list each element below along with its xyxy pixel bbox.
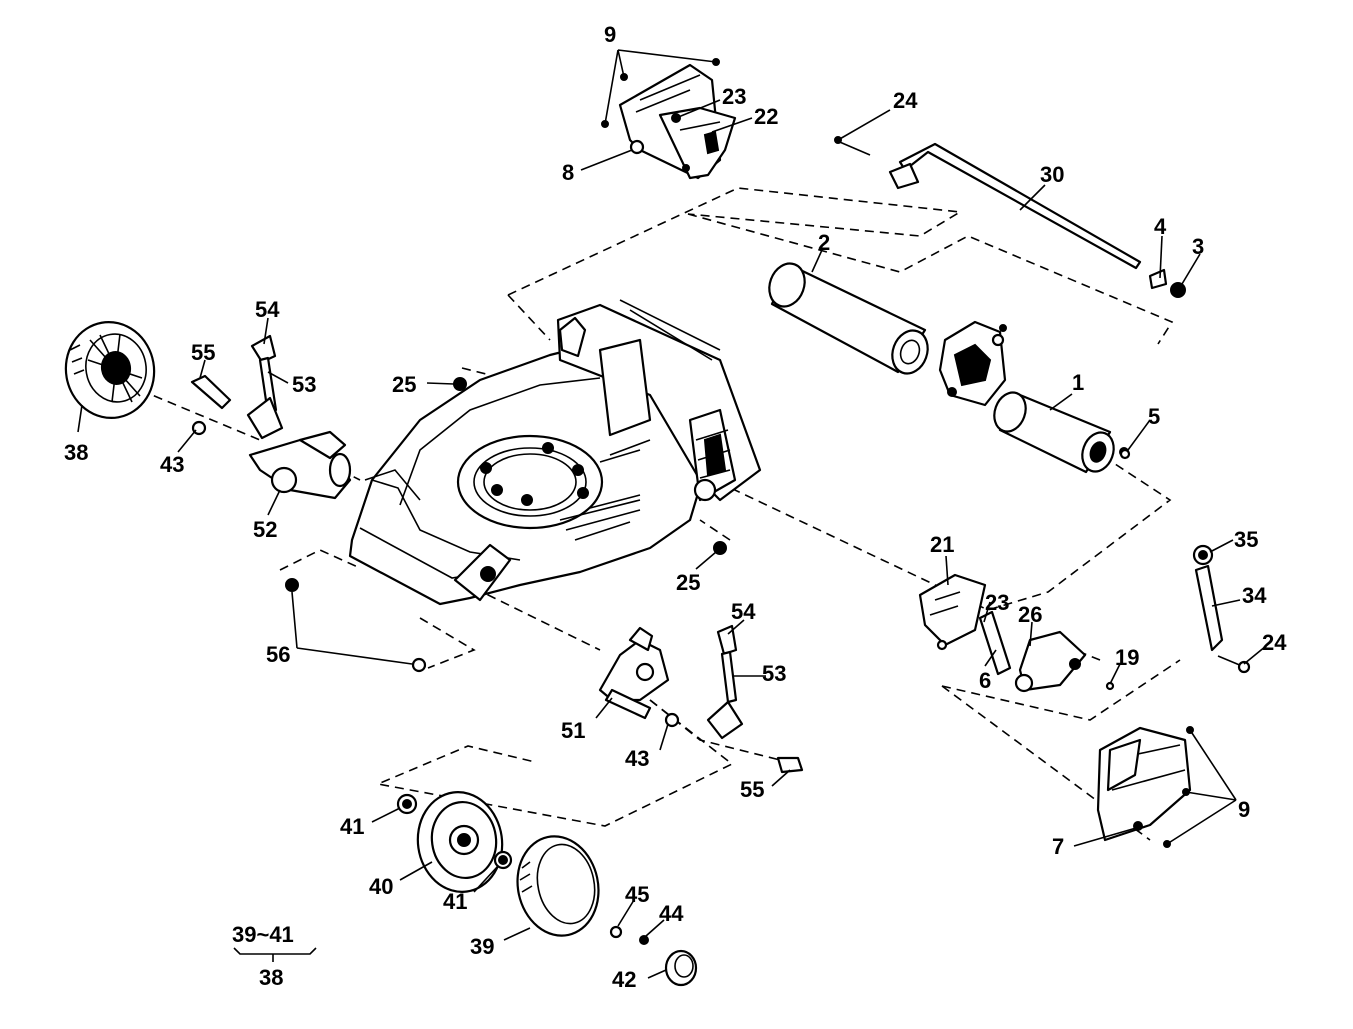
callout-41-b: 41 <box>443 889 467 914</box>
callout-8: 8 <box>562 160 574 185</box>
rear-axle-rod <box>834 136 1186 298</box>
callout-2: 2 <box>818 230 830 255</box>
callout-39: 39 <box>470 934 494 959</box>
callout-45: 45 <box>625 882 649 907</box>
callout-52: 52 <box>253 517 277 542</box>
callout-6: 6 <box>979 668 991 693</box>
callout-39-41: 39~41 <box>232 922 294 947</box>
callout-53-mid: 53 <box>762 661 786 686</box>
callout-labels: 9 8 23 22 24 30 2 4 3 1 5 25 25 54 55 53… <box>64 22 1287 992</box>
side-drive-parts <box>918 544 1251 848</box>
callout-24-top: 24 <box>893 88 918 113</box>
callout-30: 30 <box>1040 162 1064 187</box>
left-height-adjuster <box>190 334 352 500</box>
callout-4: 4 <box>1154 214 1167 239</box>
callout-53-left: 53 <box>292 372 316 397</box>
front-height-adjuster <box>598 624 804 774</box>
callout-3: 3 <box>1192 234 1204 259</box>
callout-9-top: 9 <box>604 22 616 47</box>
callout-38-group: 38 <box>259 965 283 990</box>
callout-43-mid: 43 <box>625 746 649 771</box>
callout-38-wheel: 38 <box>64 440 88 465</box>
callout-19: 19 <box>1115 645 1139 670</box>
callout-5: 5 <box>1148 404 1160 429</box>
callout-24-right: 24 <box>1262 630 1287 655</box>
callout-55-left: 55 <box>191 340 215 365</box>
callout-25-left: 25 <box>392 372 416 397</box>
callout-23-mid: 23 <box>985 590 1009 615</box>
roller-assembly <box>768 262 1129 474</box>
callout-22: 22 <box>754 104 778 129</box>
callout-43-left: 43 <box>160 452 184 477</box>
callout-23-top: 23 <box>722 84 746 109</box>
callout-35: 35 <box>1234 527 1258 552</box>
callout-41-a: 41 <box>340 814 364 839</box>
callout-7: 7 <box>1052 834 1064 859</box>
callout-21: 21 <box>930 532 954 557</box>
front-wheel-group <box>396 791 698 987</box>
loose-hardware <box>285 377 1131 673</box>
callout-40: 40 <box>369 874 393 899</box>
callout-54-left: 54 <box>255 297 280 322</box>
callout-34: 34 <box>1242 583 1267 608</box>
callout-56: 56 <box>266 642 290 667</box>
callout-1: 1 <box>1072 370 1084 395</box>
callout-42: 42 <box>612 967 636 992</box>
callout-9-right: 9 <box>1238 797 1250 822</box>
leader-lines <box>77 49 1267 979</box>
rear-wheel-left <box>64 321 156 419</box>
callout-25-right: 25 <box>676 570 700 595</box>
callout-26: 26 <box>1018 602 1042 627</box>
callout-54-mid: 54 <box>731 599 756 624</box>
callout-55-mid: 55 <box>740 777 764 802</box>
callout-44: 44 <box>659 901 684 926</box>
mower-deck-housing <box>348 299 762 606</box>
rear-bracket <box>601 58 737 180</box>
callout-51: 51 <box>561 718 585 743</box>
